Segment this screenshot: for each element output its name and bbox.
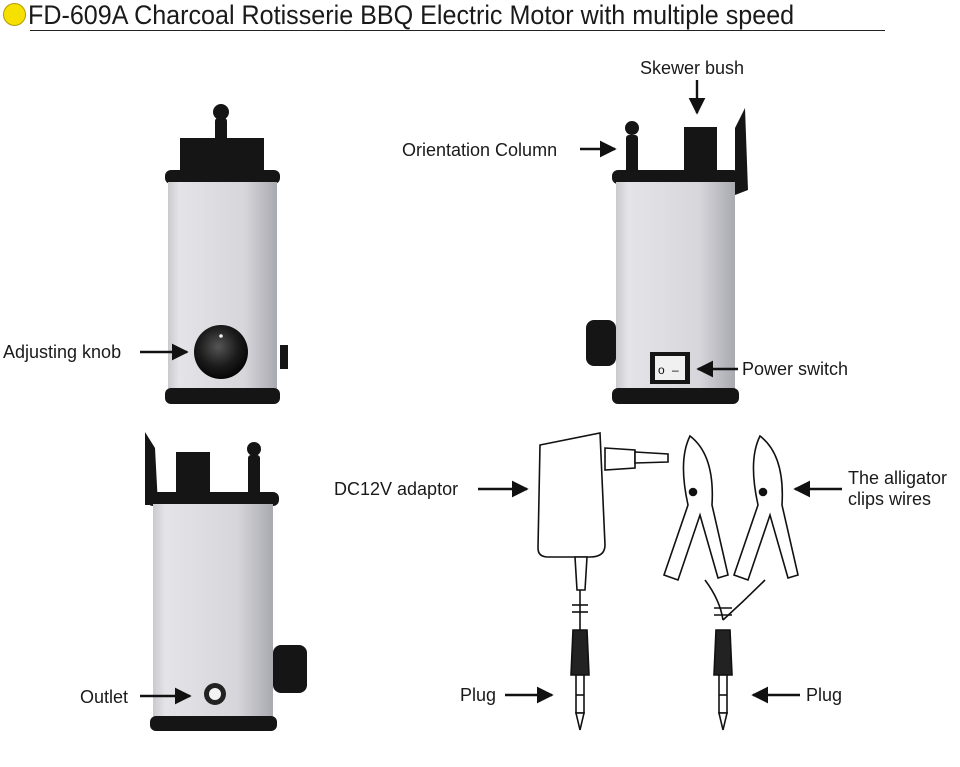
label-skewer-bush: Skewer bush — [640, 58, 745, 78]
label-alligator-line2: clips wires — [848, 489, 932, 509]
motor-back-view — [145, 432, 307, 731]
title-underline — [30, 30, 885, 31]
label-power-switch: Power switch — [742, 359, 849, 379]
outlet-icon — [204, 683, 226, 705]
motor-side-view: o – — [586, 108, 748, 404]
motor-front-view — [165, 104, 288, 404]
switch-off-glyph: – — [672, 363, 679, 377]
label-dc-adaptor: DC12V adaptor — [334, 479, 459, 499]
label-alligator-line1: The alligator — [848, 468, 948, 488]
label-orientation-column: Orientation Column — [402, 140, 558, 160]
page-title: FD-609A Charcoal Rotisserie BBQ Electric… — [28, 0, 795, 30]
dc-adaptor-icon — [537, 432, 669, 731]
label-adjusting-knob: Adjusting knob — [3, 342, 122, 362]
label-plug-left: Plug — [460, 685, 497, 705]
title-bullet-icon — [3, 3, 26, 26]
power-switch-icon: o – — [650, 352, 690, 384]
switch-on-glyph: o — [658, 363, 665, 377]
label-outlet: Outlet — [80, 687, 129, 707]
alligator-clips-icon — [662, 434, 799, 731]
label-plug-right: Plug — [806, 685, 843, 705]
adjusting-knob-icon — [194, 325, 248, 379]
